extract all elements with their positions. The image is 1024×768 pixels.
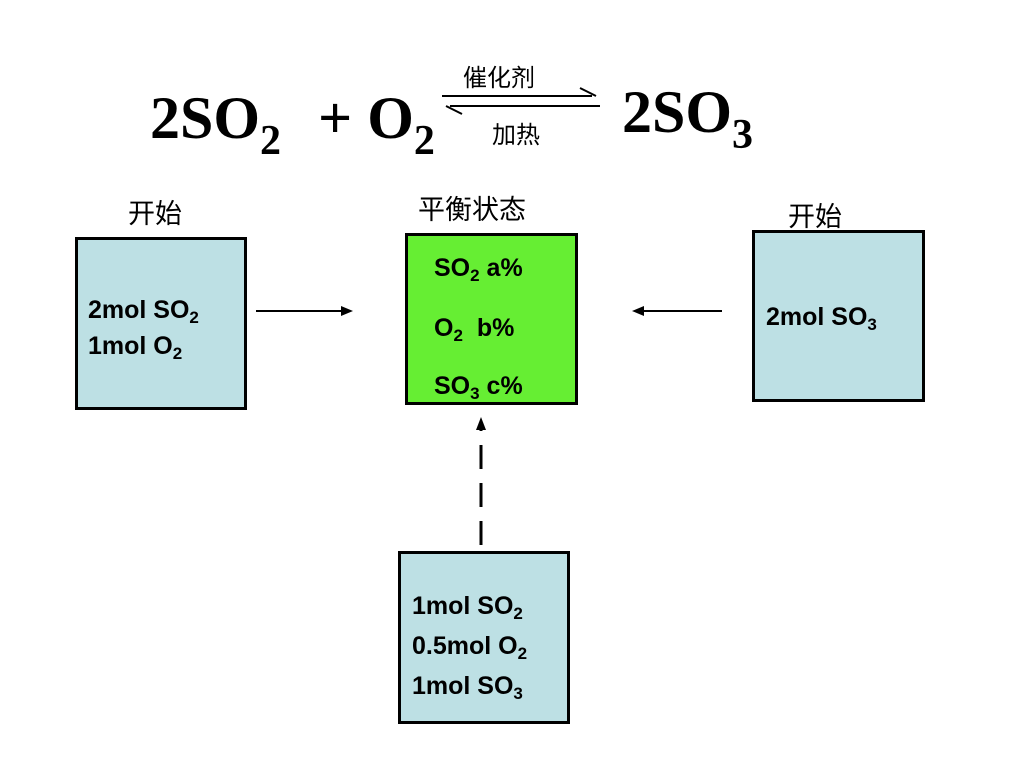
right-box-line1: 2mol SO3 (766, 303, 877, 334)
arrow-up-dashed-icon (476, 417, 486, 545)
condition-catalyst: 催化剂 (463, 64, 535, 92)
label-right-start: 开始 (788, 202, 842, 233)
arrow-right-icon (256, 306, 353, 316)
bottom-box-line2: 0.5mol O2 (412, 632, 528, 663)
label-left-start: 开始 (128, 199, 182, 230)
condition-heat: 加热 (492, 121, 540, 149)
reactant-so2: 2SO2 (150, 85, 282, 164)
box-initial-product: 2mol SO3 (752, 230, 925, 402)
center-row-so3: SO3 c% (434, 372, 523, 403)
box-initial-reactants: 2mol SO2 1mol O2 (75, 237, 247, 410)
reversible-arrow-icon (442, 87, 600, 115)
center-row-o2: O2 b% (434, 314, 515, 345)
left-box-line1: 2mol SO2 (88, 296, 199, 327)
bottom-box-line1: 1mol SO2 (412, 592, 523, 623)
reactant-o2: + O2 (318, 85, 435, 164)
bottom-box-line3: 1mol SO3 (412, 672, 523, 703)
box-mixed-start: 1mol SO2 0.5mol O2 1mol SO3 (398, 551, 570, 724)
arrow-left-icon (632, 306, 722, 316)
label-equilibrium: 平衡状态 (418, 195, 526, 226)
left-box-line2: 1mol O2 (88, 332, 183, 363)
box-equilibrium: SO2 a% O2 b% SO3 c% (405, 233, 578, 405)
product-so3: 2SO3 (622, 79, 754, 158)
center-row-so2: SO2 a% (434, 254, 523, 285)
